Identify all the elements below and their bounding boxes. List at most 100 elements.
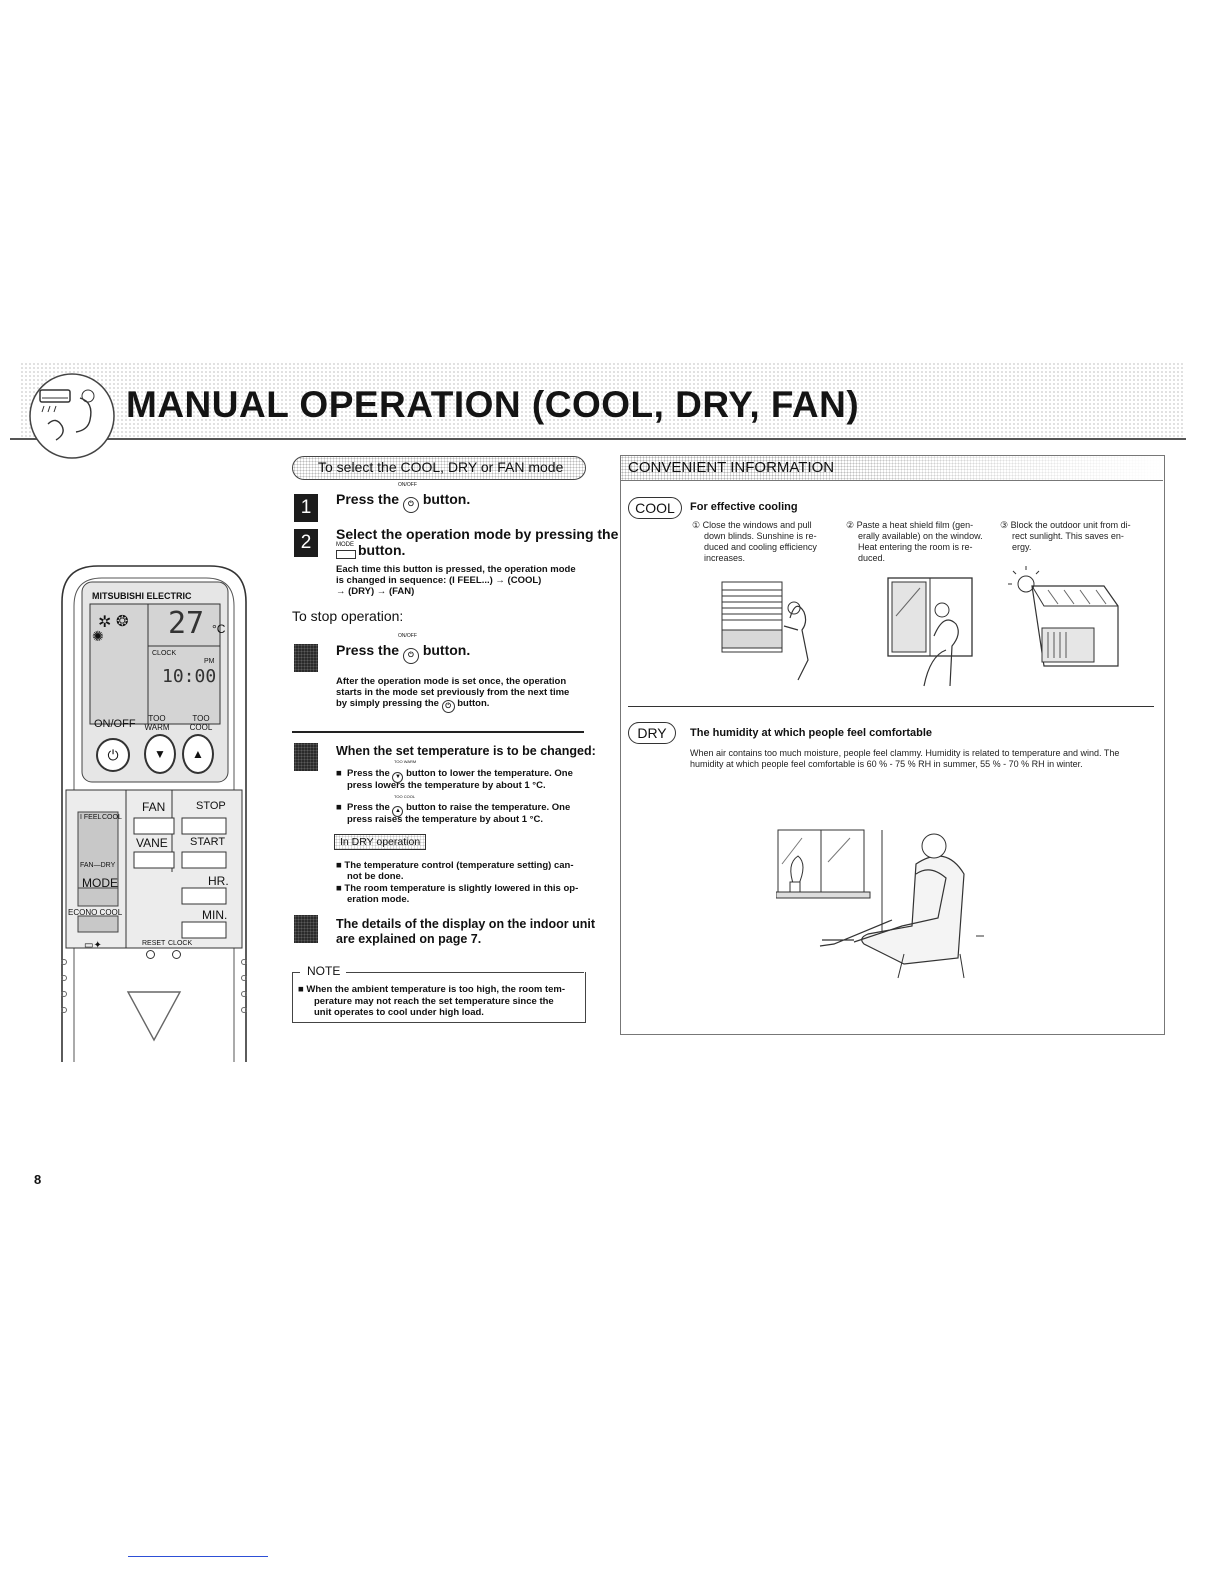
reset-button[interactable]: [146, 950, 155, 959]
econocool-button[interactable]: [78, 916, 118, 932]
header-icon: [22, 368, 122, 460]
temp-up-button[interactable]: ▲: [182, 734, 214, 774]
econocool-label: ECONO COOL: [68, 908, 123, 917]
dry-operation-tag: In DRY operation: [334, 834, 427, 850]
lcd-clock-label: CLOCK: [152, 650, 177, 657]
step1-post: button.: [422, 491, 471, 507]
lcd-time: 10:00: [162, 666, 217, 687]
mode-label: MODE: [82, 876, 118, 890]
mode-button[interactable]: [78, 888, 118, 906]
note-top-rule-left: [292, 972, 300, 973]
convenient-divider: [628, 706, 1154, 707]
step2-sub2: is changed in sequence: (I FEEL...) → (C…: [336, 575, 542, 586]
temp-down-button[interactable]: ▼: [144, 734, 176, 774]
cool-tip1-l3: duced and cooling efficiency: [704, 542, 817, 552]
temp-change-title: When the set temperature is to be change…: [336, 744, 596, 758]
details-line2: are explained on page 7.: [336, 932, 482, 946]
lcd-temp-unit: °C: [212, 622, 226, 636]
fan-label: FAN: [142, 800, 166, 814]
cool-tip1: ① Close the windows and pull down blinds…: [692, 520, 842, 564]
hr-button[interactable]: [182, 888, 226, 904]
note-line3: unit operates to cool under high load.: [314, 1007, 484, 1018]
min-label: MIN.: [202, 908, 228, 922]
page-number: 8: [34, 1172, 42, 1187]
select-mode-title: To select the COOL, DRY or FAN mode: [318, 459, 564, 475]
fan-button[interactable]: [134, 818, 174, 834]
dry-bullet2b: eration mode.: [347, 894, 410, 905]
clock-button-label: CLOCK: [168, 940, 193, 947]
note-label: NOTE: [304, 964, 344, 978]
stop-press-pre: Press the: [336, 642, 400, 658]
footer-link-rule: [128, 1556, 268, 1557]
section-divider: [292, 731, 584, 733]
vane-button[interactable]: [134, 852, 174, 868]
temp-bullet2a: ■ Press the ▲ button to raise the temper…: [336, 802, 570, 817]
stop-press-post: button.: [422, 642, 471, 658]
note-line1: ■ When the ambient temperature is too hi…: [298, 984, 566, 995]
cool-tip3-l2: rect sunlight. This saves en-: [1012, 531, 1124, 541]
too-cool-label: TOO COOL: [189, 714, 213, 732]
lcd-vane-icon: ❂: [116, 613, 129, 630]
outdoor-unit-illustration: [1008, 566, 1128, 682]
stop-after3-pre: by simply pressing the: [336, 698, 439, 709]
onoff-button[interactable]: ⏻: [96, 738, 130, 772]
start-label: START: [190, 836, 226, 848]
dry-bullet2-text: The room temperature is slightly lowered…: [344, 883, 579, 894]
temp-bullet1a: ■ Press the ▼ button to lower the temper…: [336, 768, 573, 783]
dry-bullet2a: ■ The room temperature is slightly lower…: [336, 883, 579, 894]
stop-step-marker: [294, 644, 318, 672]
step2-post: button.: [358, 542, 406, 558]
convenient-title: CONVENIENT INFORMATION: [628, 459, 835, 476]
too-warm-label: TOO WARM: [144, 714, 170, 732]
dry-line2: humidity at which people feel comfortabl…: [690, 759, 1083, 769]
note-top-rule: [346, 972, 584, 973]
cool-tip3: ③ Block the outdoor unit from di- rect s…: [1000, 520, 1152, 553]
lcd-cool-icon: ✺: [92, 628, 104, 644]
onoff-button-icon: ⏻: [402, 497, 419, 513]
temp-bullet2-pre: Press the: [347, 802, 390, 813]
step2-mode-caption: MODE: [336, 542, 354, 548]
remote-controller: MITSUBISHI ELECTRIC ✲ ❂ 27 °C CLOCK PM 1…: [58, 562, 250, 1062]
stop-after3-post: button.: [457, 698, 490, 709]
details-line1: The details of the display on the indoor…: [336, 917, 596, 931]
convenient-header-rule: [621, 480, 1163, 481]
clock-button[interactable]: [172, 950, 181, 959]
cool-tag: COOL: [628, 497, 682, 519]
select-mode-banner: [292, 456, 586, 480]
hr-label: HR.: [208, 874, 229, 888]
stop-after-line1: After the operation mode is set once, th…: [336, 676, 567, 687]
header-rule: [10, 438, 1186, 440]
lcd-pm-label: PM: [204, 658, 215, 665]
min-button[interactable]: [182, 922, 226, 938]
step1-pre: Press the: [336, 491, 400, 507]
start-timer-button[interactable]: [182, 852, 226, 868]
note-line1-text: When the ambient temperature is too high…: [306, 984, 566, 995]
vane-label: VANE: [136, 836, 168, 850]
cool-tip3-l3: ergy.: [1012, 542, 1032, 552]
dry-bullet1b: not be done.: [347, 871, 404, 882]
step2-text: Select the operation mode by pressing th…: [336, 526, 619, 542]
note-line2: perature may not reach the set temperatu…: [314, 996, 554, 1007]
temp-bullet2-post: button to raise the temperature. One: [406, 802, 571, 813]
relaxing-person-illustration: [775, 824, 986, 984]
cool-tip1-l2: down blinds. Sunshine is re-: [704, 531, 817, 541]
dry-heading: The humidity at which people feel comfor…: [690, 727, 933, 739]
stop-timer-button[interactable]: [182, 818, 226, 834]
temp-bullet2c: press raises the temperature by about 1 …: [347, 814, 543, 825]
step1-number: 1: [294, 494, 318, 522]
header-band: [20, 362, 1184, 440]
dry-tag: DRY: [628, 722, 676, 744]
ifeel-label: I FEEL: [80, 814, 102, 821]
convenient-header: [621, 456, 1163, 480]
onoff-button-icon: ⏻: [441, 700, 455, 713]
stop-label: STOP: [196, 800, 226, 812]
cool-tip3-l1: ③ Block the outdoor unit from di-: [1000, 520, 1131, 530]
temp-bullet1-post: button to lower the temperature. One: [406, 768, 573, 779]
lcd-temperature: 27: [168, 606, 205, 641]
dry-bullet1-text: The temperature control (temperature set…: [344, 860, 574, 871]
step2-number: 2: [294, 529, 318, 557]
page-title: MANUAL OPERATION (COOL, DRY, FAN): [126, 384, 860, 425]
details-step-marker: [294, 915, 318, 943]
blinds-illustration: [720, 578, 830, 688]
convenient-panel: [620, 455, 1165, 1035]
